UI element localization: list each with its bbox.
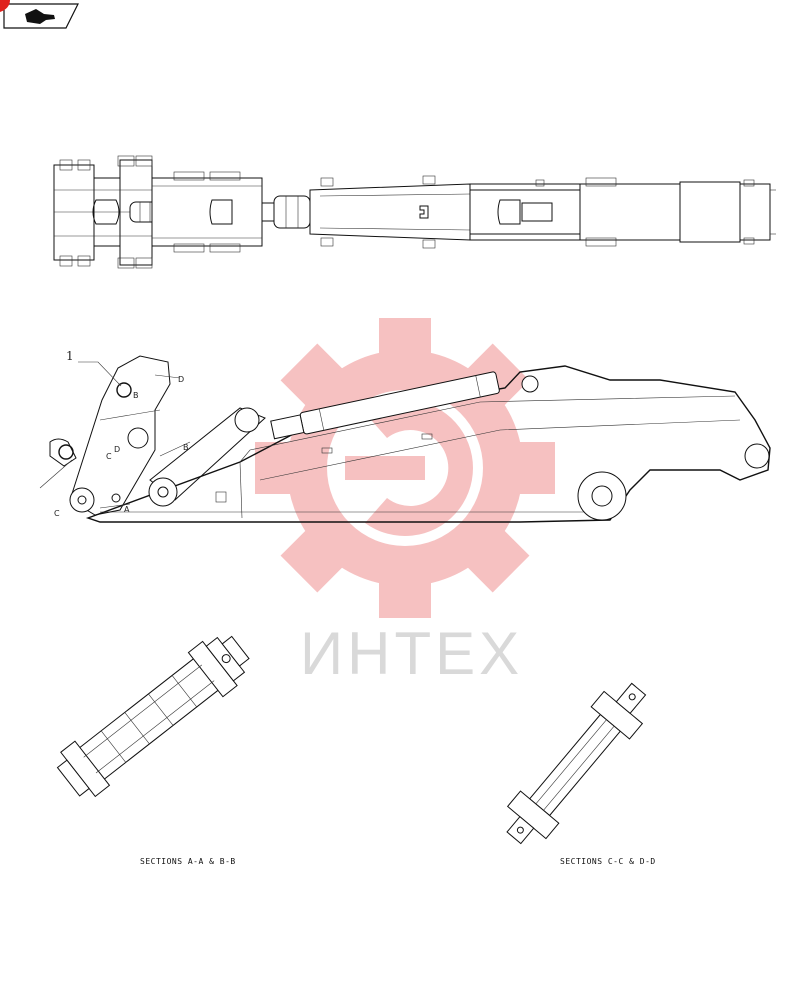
boom-top-view: [53, 155, 776, 269]
section-label-d-upper: D: [178, 375, 184, 384]
callout-number: 1: [66, 349, 74, 363]
section-label-b-mid: B: [183, 443, 189, 452]
section-view-aa-bb: [56, 635, 250, 798]
back-button[interactable]: [0, 0, 79, 29]
red-corner-badge: [0, 0, 10, 12]
hand-pointer-icon: [25, 9, 55, 24]
section-label-d-mid: D: [114, 445, 120, 454]
section-label-b-upper: B: [133, 391, 139, 400]
section-label-c-mid: C: [106, 452, 112, 461]
watermark-text: ИНТЕХ: [300, 620, 523, 687]
boom-side-view: [39, 355, 771, 523]
caption-sections-aa-bb: SECTIONS A-A & B-B: [140, 857, 236, 866]
section-label-a-lower: A: [124, 505, 130, 514]
caption-sections-cc-dd: SECTIONS C-C & D-D: [560, 857, 656, 866]
section-label-c-lower: C: [54, 509, 60, 518]
watermark-logo: [255, 318, 555, 618]
section-view-cc-dd: [506, 682, 647, 845]
